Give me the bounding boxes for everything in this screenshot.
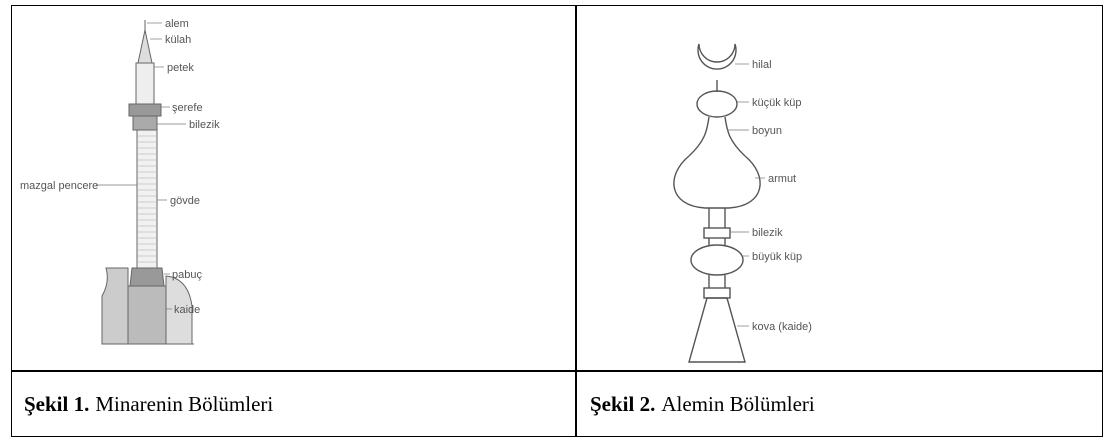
table-vertical-divider [575,6,577,436]
body-stone-courses [137,135,157,263]
label-petek: petek [167,62,194,74]
caption-figure-1: Şekil 1. Minarenin Bölümleri [24,372,273,436]
hilal-crescent [697,43,737,70]
label-armut: armut [768,173,796,185]
serefe-balcony [128,103,162,117]
label-buyuk-kup: büyük küp [752,251,802,263]
caption-figure-2: Şekil 2. Alemin Bölümleri [590,372,815,436]
base-ring [703,287,731,299]
buyuk-kup [690,244,744,276]
label-kova: kova (kaide) [752,321,812,333]
alem-figure-cell: hilal küçük küp boyun armut bilezik büyü… [577,6,1102,370]
serefe-corbel [132,115,158,131]
label-hilal: hilal [752,59,772,71]
minaret-diagram: alem külah petek şerefe bilezik mazgal p… [20,18,220,345]
adjoining-arch [165,275,193,345]
label-mazgal-pencere: mazgal pencere [20,180,98,192]
label-govde: gövde [170,195,200,207]
caption-1-label: Şekil 1. [24,391,90,416]
kulah-cone [137,29,153,64]
pabuc-transition [129,267,165,287]
bilezik-ring [703,227,731,239]
label-pabuc: pabuç [172,269,202,281]
table-horizontal-divider [12,370,1102,372]
label-kucuk-kup: küçük küp [752,97,802,109]
caption-1-text: Minarenin Bölümleri [95,391,274,416]
govde-body [136,129,158,269]
caption-2-label: Şekil 2. [590,391,656,416]
label-serefe: şerefe [172,102,203,114]
kaide-base [127,285,167,345]
caption-2-text: Alemin Bölümleri [661,391,815,416]
label-bilezik-2: bilezik [752,227,783,239]
minaret-figure-cell: alem külah petek şerefe bilezik mazgal p… [12,6,575,370]
leader-lines [96,22,186,310]
label-kulah: külah [165,34,191,46]
armut-body [673,155,761,209]
kucuk-kup [696,90,738,118]
label-bilezik: bilezik [189,119,220,131]
label-kaide: kaide [174,304,200,316]
adjoining-wall [101,267,129,345]
label-boyun: boyun [752,125,782,137]
figure-table: alem külah petek şerefe bilezik mazgal p… [11,5,1103,437]
boyun-neck [688,116,746,157]
alem-diagram: hilal küçük küp boyun armut bilezik büyü… [673,43,812,363]
label-alem: alem [165,18,189,30]
petek-shaft [135,62,155,105]
leader-lines-2 [727,63,765,327]
kova-kaide [688,297,746,363]
